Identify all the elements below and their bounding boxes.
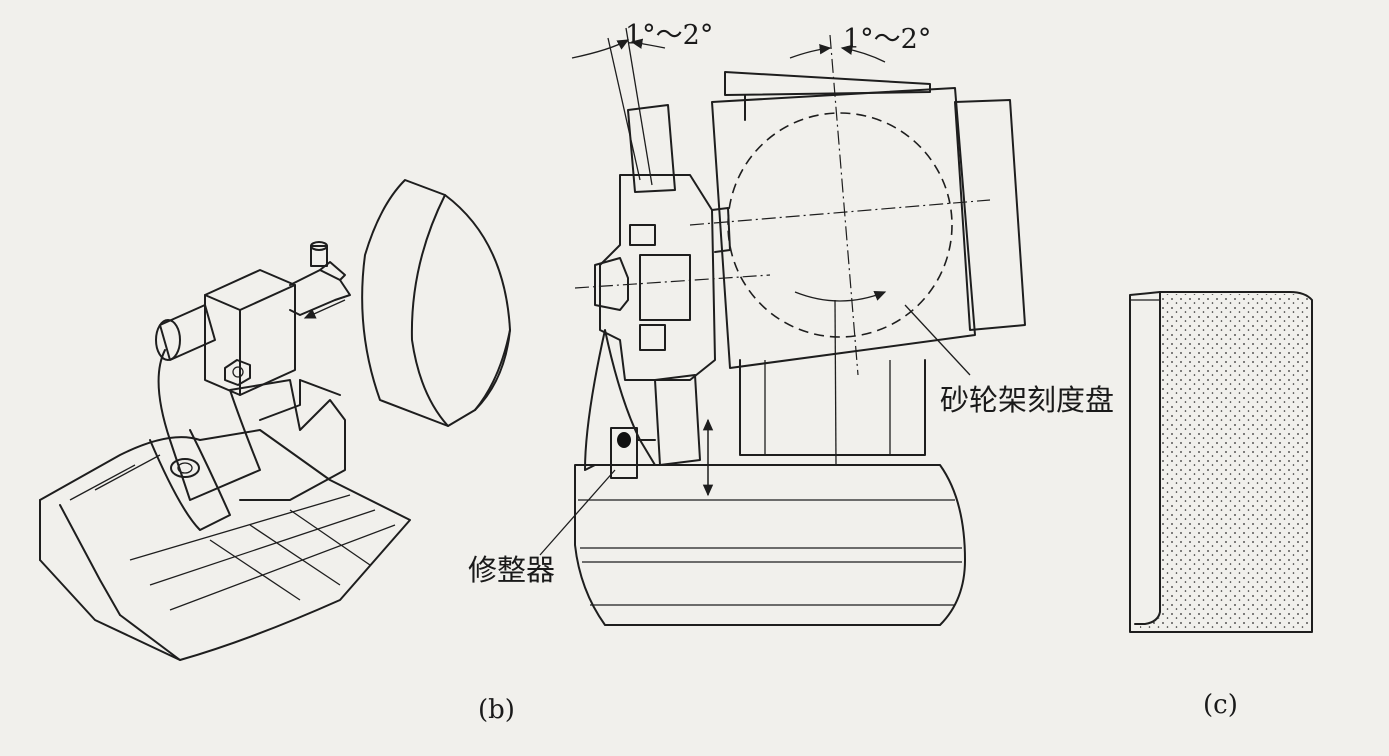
grinding-wheel-segment <box>361 179 511 427</box>
machine-section-drawing <box>539 27 1026 626</box>
wheel-dial-label: 砂轮架刻度盘 <box>940 383 1114 417</box>
dresser-isometric-drawing <box>39 241 411 661</box>
caption-c: (c) <box>1203 690 1238 720</box>
dresser-label: 修整器 <box>468 553 555 587</box>
angle-label-right: 1°～2° <box>843 24 931 55</box>
angle-label-left: 1°～2° <box>625 20 713 51</box>
wheel-profile-section <box>1129 291 1313 633</box>
caption-b: (b) <box>478 695 515 725</box>
